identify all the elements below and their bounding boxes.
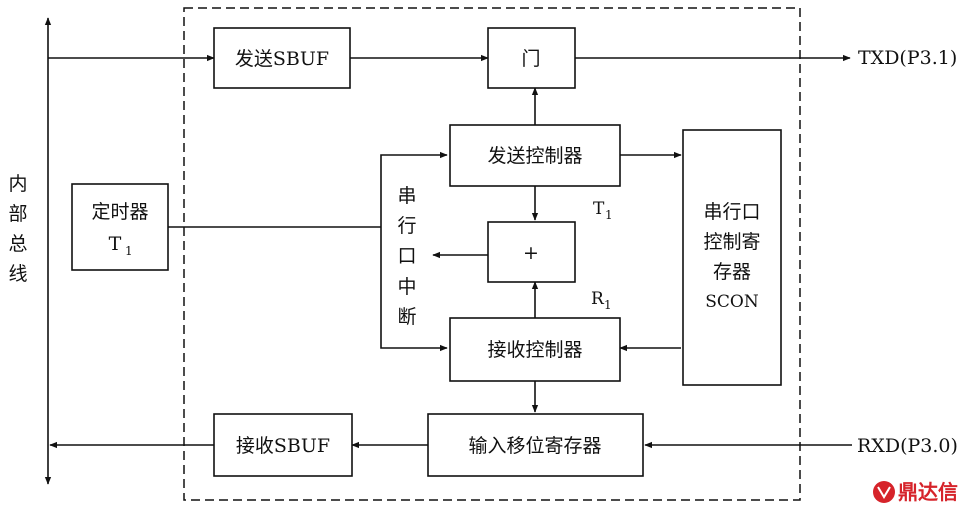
serial-interrupt-label: 串 行 口 中 断 [397, 185, 416, 328]
recv-sbuf-block: 接收SBUF [213, 413, 353, 477]
send-controller-label: 发送控制器 [487, 145, 582, 167]
gate-block: 门 [487, 27, 576, 89]
send-sbuf-block: 发送SBUF [213, 27, 351, 89]
t1-subscript: 1 [605, 208, 613, 222]
scon-label-line: SCON [705, 292, 759, 312]
scon-block: 串行口 控制寄 存器 SCON [682, 129, 782, 386]
t1-letter: T [593, 199, 605, 219]
interrupt-char: 口 [397, 245, 416, 267]
recv-controller-label: 接收控制器 [487, 339, 582, 361]
watermark-logo: 鼎达信 [873, 480, 958, 504]
txd-pin-label: TXD(P3.1) [858, 47, 957, 69]
send-sbuf-label: 发送SBUF [235, 48, 329, 70]
timer-to-recv-ctrl-arrow [380, 227, 448, 352]
bus-char: 总 [8, 233, 27, 255]
scon-label-line: 存器 [713, 261, 751, 283]
gate-label: 门 [521, 48, 540, 70]
internal-bus-label: 内 部 总 线 [8, 173, 27, 285]
bus-char: 内 [8, 173, 27, 195]
serial-port-boundary [183, 7, 801, 501]
scon-label-line: 串行口 [703, 201, 760, 223]
plus-block: + [487, 221, 576, 283]
r1-signal-label: R 1 [591, 289, 612, 312]
watermark-text: 鼎达信 [898, 480, 958, 504]
r1-subscript: 1 [604, 298, 612, 312]
bus-char: 部 [8, 203, 27, 225]
interrupt-char: 行 [397, 215, 416, 237]
r1-letter: R [591, 289, 605, 309]
plus-label: + [523, 242, 539, 264]
bus-char: 线 [8, 263, 27, 285]
rxd-pin-label: RXD(P3.0) [857, 435, 958, 457]
timer-subscript: 1 [125, 244, 133, 258]
recv-controller-block: 接收控制器 [449, 317, 621, 382]
interrupt-char: 串 [397, 185, 416, 207]
input-shift-register-block: 输入移位寄存器 [427, 413, 644, 477]
recv-sbuf-label: 接收SBUF [236, 435, 330, 457]
scon-label-line: 控制寄 [703, 231, 760, 253]
send-controller-block: 发送控制器 [449, 124, 621, 187]
timer-label: 定时器 [91, 201, 148, 223]
interrupt-char: 中 [397, 276, 416, 298]
timer-t-label: T [109, 233, 122, 255]
interrupt-char: 断 [397, 306, 416, 328]
watermark-badge-icon [873, 481, 895, 503]
t1-signal-label: T 1 [593, 199, 613, 222]
timer-block: 定时器 T 1 [71, 183, 169, 271]
input-shift-register-label: 输入移位寄存器 [468, 435, 601, 457]
timer-to-send-ctrl-arrow [380, 151, 448, 227]
